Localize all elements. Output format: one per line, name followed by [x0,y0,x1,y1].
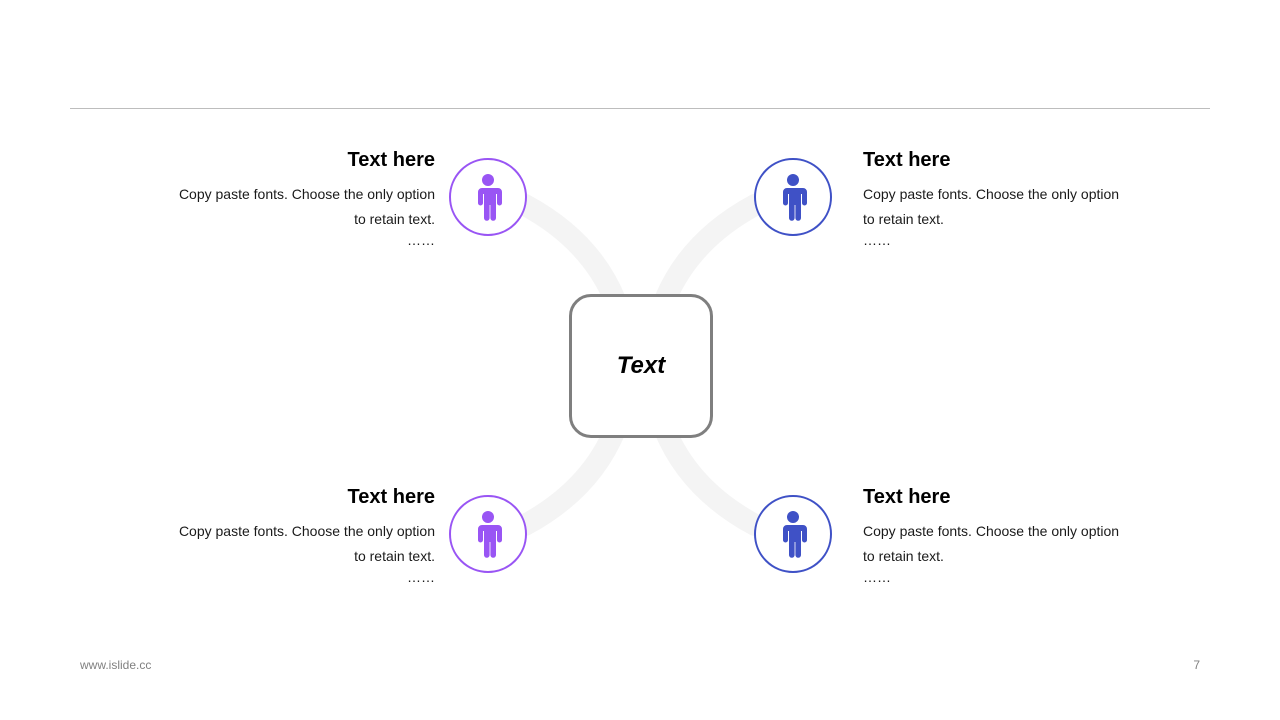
person-circle-top-right [754,158,832,236]
item-ellipsis: …… [407,569,435,585]
page-number: 7 [1193,658,1200,672]
item-title: Text here [347,486,435,508]
item-ellipsis: …… [407,232,435,248]
item-body: Copy paste fonts. Choose the only option… [863,523,1120,564]
item-title: Text here [863,486,951,508]
arc-top-left [514,194,626,311]
arc-bottom-left [514,419,626,536]
item-bottom-left: Text here Copy paste fonts. Choose the o… [165,485,435,584]
item-ellipsis: …… [863,232,891,248]
center-node: Text [569,294,713,438]
person-circle-bottom-left [449,495,527,573]
item-title: Text here [347,149,435,171]
item-body: Copy paste fonts. Choose the only option… [178,523,435,564]
item-body: Copy paste fonts. Choose the only option… [863,186,1120,227]
item-title: Text here [863,149,951,171]
person-icon [783,174,807,221]
person-circle-bottom-right [754,495,832,573]
footer-site: www.islide.cc [80,658,152,672]
item-ellipsis: …… [863,569,891,585]
top-divider [70,108,1210,109]
arc-bottom-right [654,419,766,536]
item-top-left: Text here Copy paste fonts. Choose the o… [165,148,435,247]
center-label: Text [616,352,666,379]
person-icon [783,511,807,558]
arc-top-right [654,194,766,311]
person-icon [478,174,502,221]
item-bottom-right: Text here Copy paste fonts. Choose the o… [863,485,1133,584]
item-top-right: Text here Copy paste fonts. Choose the o… [863,148,1133,247]
person-icon [478,511,502,558]
person-circle-top-left [449,158,527,236]
item-body: Copy paste fonts. Choose the only option… [178,186,435,227]
